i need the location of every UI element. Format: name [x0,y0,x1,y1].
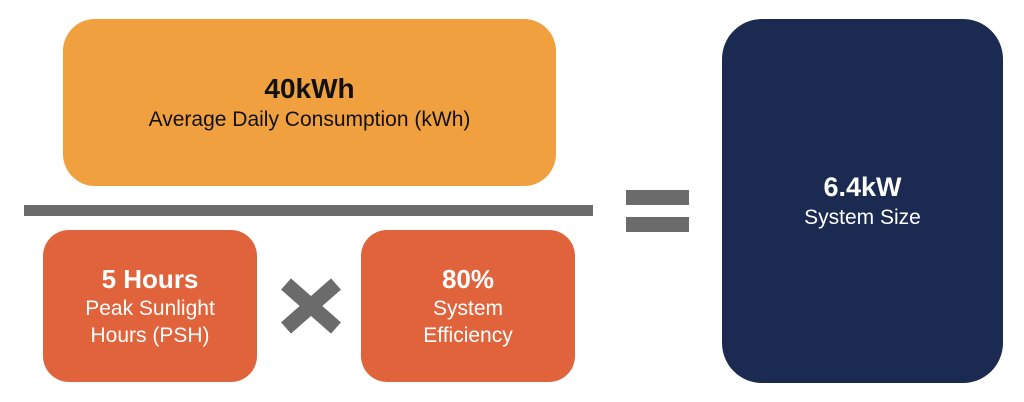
fraction-bar [24,205,593,216]
multiply-icon [281,278,341,334]
efficiency-label-line1: System [432,297,503,320]
consumption-label: Average Daily Consumption (kWh) [148,107,471,131]
psh-label-line2: Hours (PSH) [90,324,210,347]
equals-icon [626,190,689,232]
equals-bar-bottom [626,217,689,232]
efficiency-value: 80% [441,264,495,294]
system-size-box: 6.4kW System Size [722,19,1003,383]
system-size-value: 6.4kW [823,171,902,202]
system-size-label: System Size [804,205,921,229]
peak-sunlight-hours-box: 5 Hours Peak Sunlight Hours (PSH) [43,230,257,382]
psh-label-line1: Peak Sunlight [85,297,215,320]
efficiency-label-line2: Efficiency [423,324,513,347]
average-daily-consumption-box: 40kWh Average Daily Consumption (kWh) [63,19,556,186]
system-efficiency-box: 80% System Efficiency [361,230,575,382]
consumption-value: 40kWh [264,72,355,104]
psh-value: 5 Hours [101,264,199,294]
equals-bar-top [626,190,689,205]
